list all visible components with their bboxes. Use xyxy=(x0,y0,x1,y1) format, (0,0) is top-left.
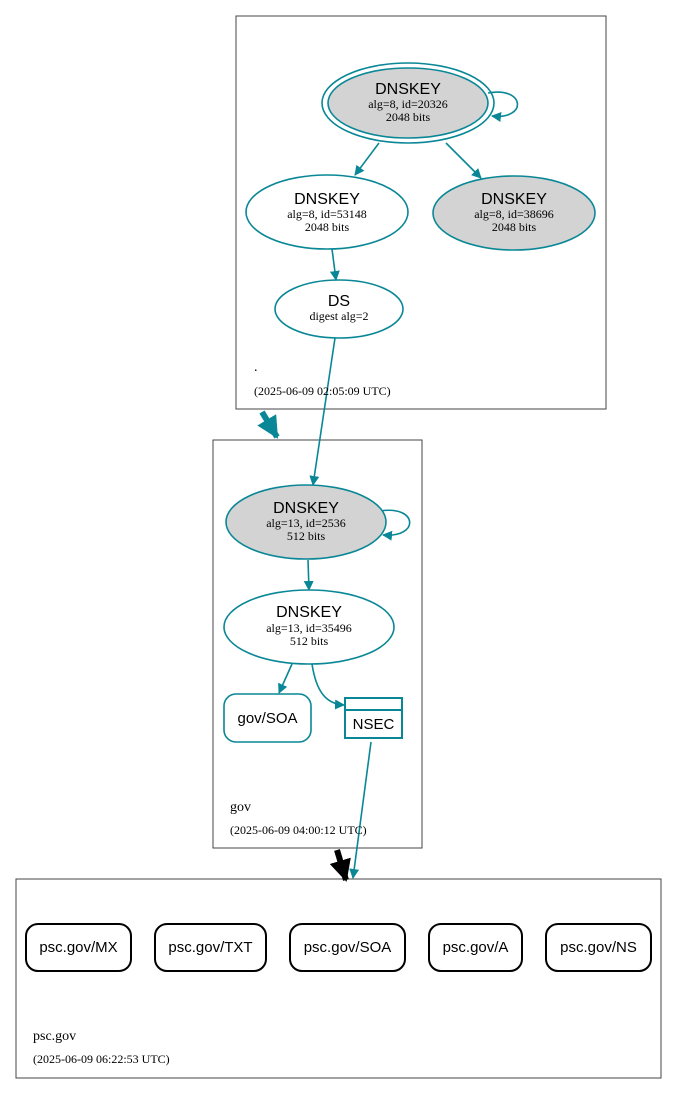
node-gov-nsec[interactable]: NSEC xyxy=(344,697,403,739)
node-gov-zsk[interactable]: DNSKEY alg=13, id=35496 512 bits xyxy=(223,589,395,665)
zone-psc-name: psc.gov xyxy=(33,1029,76,1044)
record-psc-txt[interactable]: psc.gov/TXT xyxy=(154,923,267,972)
node-gov-ksk-title: DNSKEY xyxy=(273,500,339,517)
edge-gov-zsk-to-nsec xyxy=(311,663,345,710)
record-psc-soa-label: psc.gov/SOA xyxy=(304,939,392,956)
record-psc-a-label: psc.gov/A xyxy=(443,939,509,956)
node-gov-zsk-title: DNSKEY xyxy=(276,604,342,621)
record-psc-txt-label: psc.gov/TXT xyxy=(168,939,252,956)
edge-gov-ksk-to-zsk xyxy=(303,559,314,591)
zone-root-timestamp: (2025-06-09 02:05:09 UTC) xyxy=(254,384,391,398)
node-root-zsk[interactable]: DNSKEY alg=8, id=53148 2048 bits xyxy=(245,174,409,250)
zone-psc-box xyxy=(15,878,662,1079)
node-root-ds[interactable]: DS digest alg=2 xyxy=(274,279,404,339)
record-psc-mx-label: psc.gov/MX xyxy=(39,939,117,956)
node-root-ksk[interactable]: DNSKEY alg=8, id=20326 2048 bits xyxy=(321,62,495,144)
node-root-ksk-title: DNSKEY xyxy=(375,81,441,98)
edge-nsec-to-psc xyxy=(349,741,372,879)
node-root-ksk-id: alg=8, id=20326 xyxy=(368,97,448,111)
edge-ds-to-gov-ksk xyxy=(309,337,336,486)
node-root-ds-digest: digest alg=2 xyxy=(309,309,368,323)
zone-psc-timestamp: (2025-06-09 06:22:53 UTC) xyxy=(33,1052,170,1066)
edge-zsk-to-ds xyxy=(329,248,340,281)
edge-gov-zsk-to-soa xyxy=(278,663,293,694)
node-gov-ksk-bits: 512 bits xyxy=(287,529,326,543)
node-root-zsk-title: DNSKEY xyxy=(294,191,360,208)
node-root-key3-title: DNSKEY xyxy=(481,191,547,208)
node-gov-zsk-id: alg=13, id=35496 xyxy=(266,621,352,635)
zone-gov-name: gov xyxy=(230,800,251,815)
delegation-gov-psc xyxy=(329,849,351,882)
edge-ksk-to-key3 xyxy=(445,142,482,179)
zone-root-name: . xyxy=(254,360,258,375)
record-psc-ns[interactable]: psc.gov/NS xyxy=(545,923,652,972)
node-gov-ksk[interactable]: DNSKEY alg=13, id=2536 512 bits xyxy=(225,484,387,560)
record-psc-ns-label: psc.gov/NS xyxy=(560,939,637,956)
node-gov-soa-label: gov/SOA xyxy=(237,710,297,727)
node-gov-zsk-bits: 512 bits xyxy=(290,634,329,648)
zone-root-box xyxy=(235,15,607,410)
delegation-root-gov xyxy=(257,410,280,439)
edge-gov-ksk-self xyxy=(379,509,411,541)
node-root-key3-bits: 2048 bits xyxy=(492,220,537,234)
node-root-zsk-id: alg=8, id=53148 xyxy=(287,207,367,221)
node-root-key3-id: alg=8, id=38696 xyxy=(474,207,554,221)
node-root-ksk-bits: 2048 bits xyxy=(386,110,431,124)
zone-gov-timestamp: (2025-06-09 04:00:12 UTC) xyxy=(230,823,367,837)
record-psc-soa[interactable]: psc.gov/SOA xyxy=(289,923,406,972)
node-root-zsk-bits: 2048 bits xyxy=(305,220,350,234)
node-root-ds-title: DS xyxy=(328,293,350,310)
edge-ksk-to-zsk xyxy=(354,142,380,176)
record-psc-a[interactable]: psc.gov/A xyxy=(428,923,523,972)
node-gov-soa[interactable]: gov/SOA xyxy=(223,693,312,743)
zone-gov-box xyxy=(212,439,423,849)
node-gov-nsec-label: NSEC xyxy=(353,716,395,733)
node-gov-ksk-id: alg=13, id=2536 xyxy=(266,516,346,530)
record-psc-mx[interactable]: psc.gov/MX xyxy=(25,923,132,972)
edge-ksk-self xyxy=(487,91,519,122)
node-root-key3[interactable]: DNSKEY alg=8, id=38696 2048 bits xyxy=(432,175,596,251)
